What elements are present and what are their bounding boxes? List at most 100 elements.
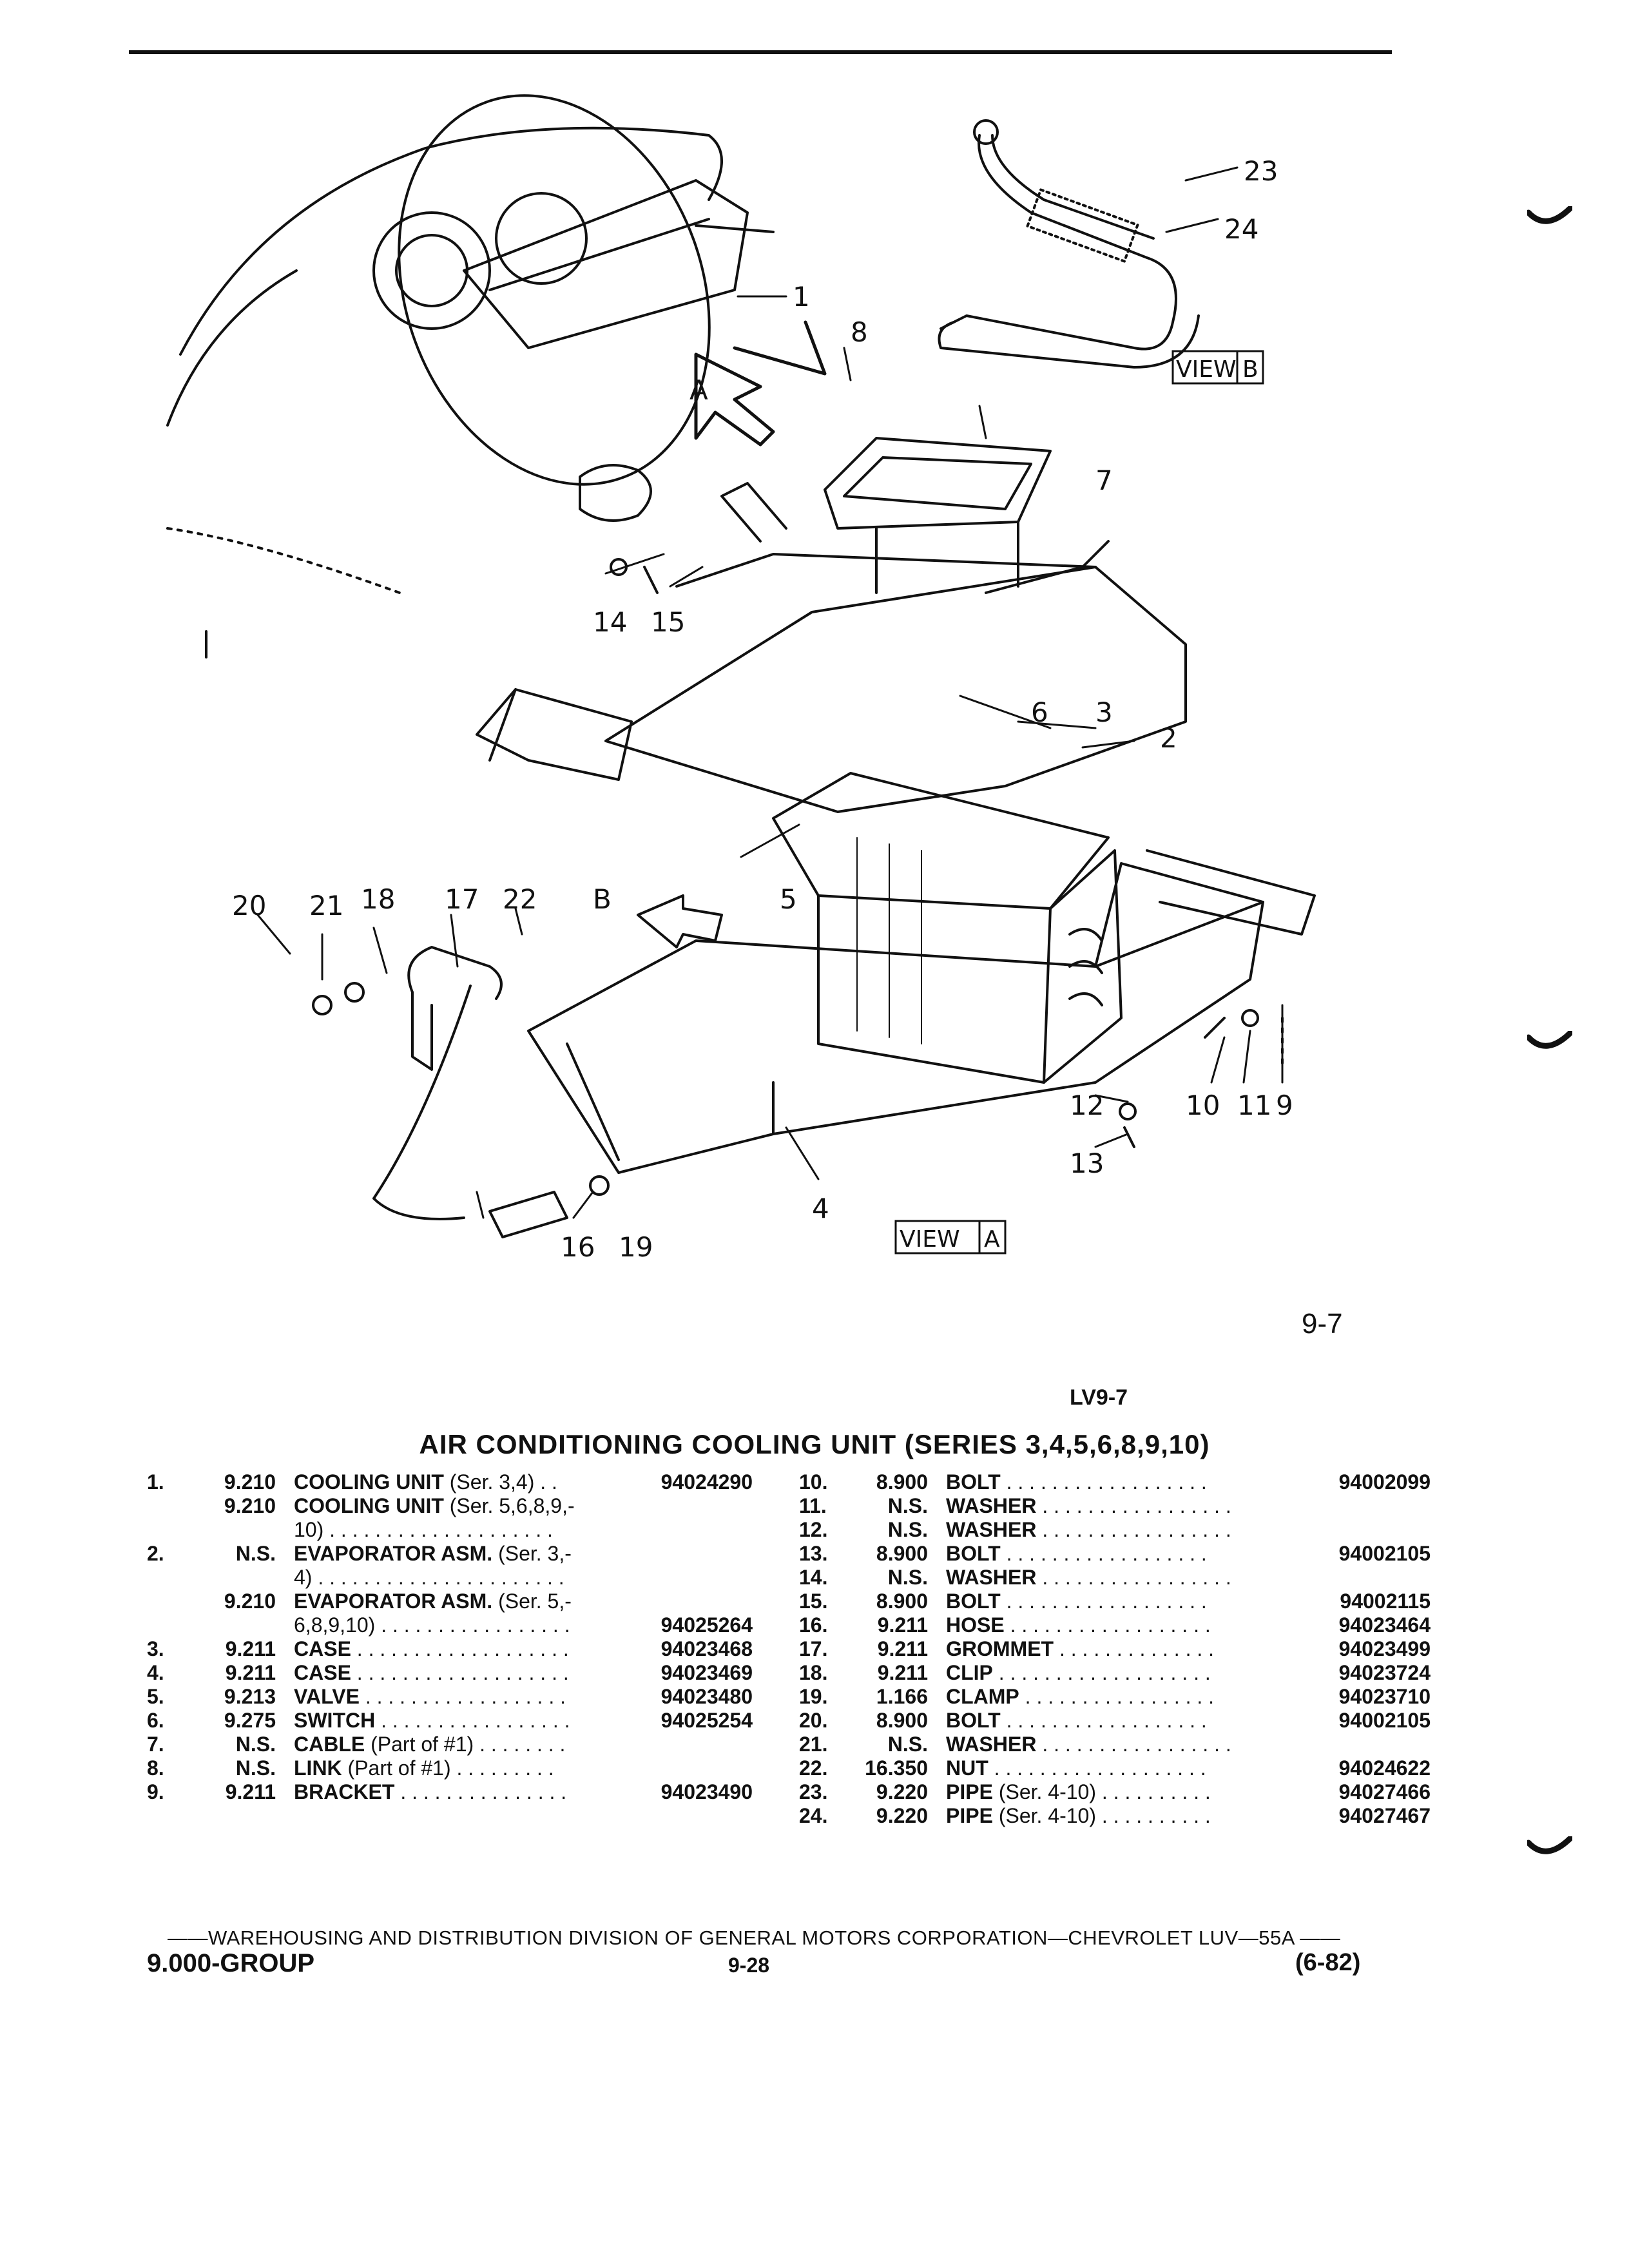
part-name: BOLT xyxy=(946,1470,1001,1494)
parts-row: 3. 9.211 CASE . . . . . . . . . . . . . . … xyxy=(147,1637,772,1661)
item-number: 9. xyxy=(147,1780,164,1803)
part-description: VALVE . . . . . . . . . . . . . . . . . … xyxy=(294,1685,566,1709)
part-description: PIPE (Ser. 4-10) . . . . . . . . . . xyxy=(946,1804,1211,1828)
svg-text:VIEW: VIEW xyxy=(1176,356,1237,383)
group-code: 9.210 xyxy=(224,1470,276,1494)
part-name: COOLING UNIT xyxy=(294,1470,444,1494)
leader-dots: . . . . . . . . . . . . . . . . . . xyxy=(1000,1709,1207,1732)
group-code: N.S. xyxy=(887,1494,928,1517)
item-number: 3. xyxy=(147,1637,164,1660)
item-number: 8. xyxy=(147,1756,164,1780)
part-name: BOLT xyxy=(946,1590,1001,1613)
callout-18: 18 xyxy=(361,883,395,915)
part-number: 94025254 xyxy=(660,1709,753,1732)
part-description: EVAPORATOR ASM. (Ser. 5,- xyxy=(294,1590,572,1613)
group-code: N.S. xyxy=(235,1756,276,1780)
callout-12: 12 xyxy=(1070,1090,1104,1121)
callout-5: 5 xyxy=(780,883,797,915)
callout-21: 21 xyxy=(309,890,343,921)
part-note: (Ser. 5,6,8,9,- xyxy=(449,1494,575,1517)
part-name: COOLING UNIT xyxy=(294,1494,444,1517)
binder-mark-middle xyxy=(1527,1031,1572,1049)
leader-dots: . . . . . . . . . . . . . . . . . xyxy=(1036,1566,1231,1589)
group-code: 8.900 xyxy=(876,1542,928,1565)
callout-15: 15 xyxy=(651,606,685,638)
part-number: 94027466 xyxy=(1338,1780,1431,1803)
group-code: 9.210 xyxy=(224,1494,276,1517)
dashboard-illustration xyxy=(166,94,827,658)
section-title: AIR CONDITIONING COOLING UNIT (SERIES 3,… xyxy=(419,1429,1210,1459)
part-number: 94023724 xyxy=(1338,1661,1431,1684)
leader-dots: . . . . . . . . . . . . . . . . . xyxy=(1019,1685,1215,1708)
item-number: 16. xyxy=(799,1613,828,1637)
part-description: 6,8,9,10) . . . . . . . . . . . . . . . … xyxy=(294,1613,570,1637)
part-number: 94024622 xyxy=(1338,1756,1431,1780)
callout-23: 23 xyxy=(1244,155,1278,187)
upper-case-illustration xyxy=(476,437,1187,813)
part-description: WASHER . . . . . . . . . . . . . . . . . xyxy=(946,1733,1231,1756)
leader-dots: . . . . . . . . . . xyxy=(1095,1780,1211,1803)
leader-dots: . . . . . . . . . . xyxy=(1095,1804,1211,1827)
leader-dots: . . . . . . . . . . . . . . . . . . . xyxy=(988,1756,1206,1780)
group-code: 9.275 xyxy=(224,1709,276,1732)
part-name: BOLT xyxy=(946,1542,1001,1565)
arrow-a-label: A xyxy=(689,374,708,406)
leader-dots: . . . . . . . . . xyxy=(450,1756,554,1780)
part-description: 10) . . . . . . . . . . . . . . . . . . … xyxy=(294,1518,553,1542)
item-number: 11. xyxy=(799,1494,827,1517)
footer-publisher-line: ——WAREHOUSING AND DISTRIBUTION DIVISION … xyxy=(168,1927,1341,1949)
part-number: 94023499 xyxy=(1338,1637,1431,1660)
group-code: 8.900 xyxy=(876,1590,928,1613)
part-description: COOLING UNIT (Ser. 5,6,8,9,- xyxy=(294,1494,575,1518)
part-description: CASE . . . . . . . . . . . . . . . . . .… xyxy=(294,1637,569,1661)
leader-dots: . . . . . . . . . . . . . . xyxy=(1054,1637,1215,1660)
group-code: 8.900 xyxy=(876,1470,928,1494)
leader-dots: . . . . . . . . . . . . . . . . . . xyxy=(1000,1590,1207,1613)
parts-row: 14.N.S.WASHER . . . . . . . . . . . . . … xyxy=(799,1566,1456,1590)
part-note: (Ser. 3,- xyxy=(498,1542,572,1565)
part-description: NUT . . . . . . . . . . . . . . . . . . … xyxy=(946,1756,1206,1780)
group-code: 9.220 xyxy=(876,1804,928,1827)
part-name: BOLT xyxy=(946,1709,1001,1732)
part-name: BRACKET xyxy=(294,1780,395,1803)
callout-10: 10 xyxy=(1186,1090,1220,1121)
part-description: BRACKET . . . . . . . . . . . . . . . xyxy=(294,1780,566,1804)
group-code: N.S. xyxy=(887,1518,928,1541)
part-description: WASHER . . . . . . . . . . . . . . . . . xyxy=(946,1518,1231,1542)
item-number: 14. xyxy=(799,1566,828,1589)
parts-row: 12.N.S.WASHER . . . . . . . . . . . . . … xyxy=(799,1518,1456,1542)
binder-mark-bottom xyxy=(1527,1836,1572,1854)
group-code: 9.220 xyxy=(876,1780,928,1803)
leader-dots: . . . . . . . . . . . . . . . . . xyxy=(1036,1733,1231,1756)
part-number: 94027467 xyxy=(1338,1804,1431,1827)
callout-7: 7 xyxy=(1095,465,1113,496)
callout-numbers: 1 2 3 4 5 6 7 8 9 10 11 12 13 14 15 16 1… xyxy=(232,155,1293,1263)
callout-4: 4 xyxy=(812,1193,829,1224)
parts-row: 21.N.S.WASHER . . . . . . . . . . . . . … xyxy=(799,1733,1456,1756)
parts-row: 16. 9.211 HOSE . . . . . . . . . . . . . .… xyxy=(799,1613,1456,1637)
item-number: 10. xyxy=(799,1470,828,1494)
group-code: 9.211 xyxy=(225,1637,276,1660)
part-name: EVAPORATOR ASM. xyxy=(294,1590,493,1613)
part-name: HOSE xyxy=(946,1613,1005,1637)
parts-row: 11.N.S.WASHER . . . . . . . . . . . . . … xyxy=(799,1494,1456,1518)
part-note: 10) xyxy=(294,1518,324,1541)
part-note: 4) xyxy=(294,1566,313,1589)
leader-dots: . . . . . . . . . . . . . . . . . . xyxy=(359,1685,566,1708)
leader-dots: . . xyxy=(534,1470,557,1494)
part-note: (Part of #1) xyxy=(371,1733,474,1756)
callout-20: 20 xyxy=(232,890,266,921)
part-description: HOSE . . . . . . . . . . . . . . . . . . xyxy=(946,1613,1211,1637)
group-code: N.S. xyxy=(235,1542,276,1565)
parts-row: 10) . . . . . . . . . . . . . . . . . . … xyxy=(147,1518,772,1542)
callout-19: 19 xyxy=(619,1231,653,1263)
callout-9: 9 xyxy=(1276,1090,1293,1121)
part-name: CASE xyxy=(294,1637,351,1660)
group-code: 9.211 xyxy=(877,1613,928,1637)
